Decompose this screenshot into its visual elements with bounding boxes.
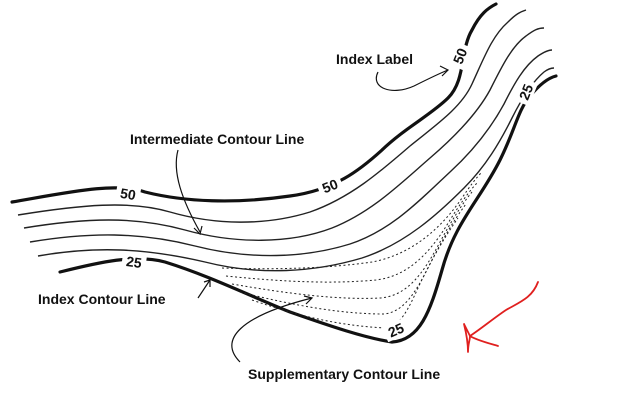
leader-arrow-supplementary <box>231 295 314 363</box>
svg-text:50: 50 <box>450 46 471 67</box>
elevation-label-lower-left: 25 <box>121 252 147 272</box>
elevation-label-lower-right: 25 <box>514 77 538 107</box>
supplementary-contour-line-text: Supplementary Contour Line <box>248 366 440 382</box>
svg-text:25: 25 <box>386 319 407 340</box>
leader-arrow-index-label <box>375 65 450 91</box>
intermediate-contour-line-3 <box>29 49 553 257</box>
supplementary-contour-line-1 <box>221 171 483 270</box>
intermediate-contour-line-1 <box>17 9 527 223</box>
index-contour-upper-50 <box>10 2 498 204</box>
elevation-label-upper-left: 50 <box>114 184 142 204</box>
supplementary-contour-line-4 <box>239 203 467 315</box>
svg-text:25: 25 <box>516 82 537 103</box>
svg-text:25: 25 <box>125 253 143 271</box>
supplementary-contour-line-5 <box>251 217 459 329</box>
intermediate-contour-line-2 <box>23 27 545 241</box>
intermediate-contour-line-text: Intermediate Contour Line <box>130 131 304 147</box>
red-annotation-arrow <box>463 281 539 353</box>
index-contour-line-text: Index Contour Line <box>38 291 166 307</box>
index-contour-lower-25 <box>58 74 558 344</box>
svg-text:50: 50 <box>320 176 341 197</box>
supplementary-contour-line-3 <box>231 191 473 299</box>
elevation-label-lower-bottom: 25 <box>381 317 411 343</box>
elevation-label-upper-right: 50 <box>448 41 472 71</box>
leader-arrow-index-contour <box>197 279 211 299</box>
elevation-label-upper-mid: 50 <box>315 174 345 198</box>
intermediate-contour-line-4 <box>37 67 555 272</box>
svg-text:50: 50 <box>119 185 137 203</box>
index-label-text: Index Label <box>336 51 413 67</box>
leader-arrow-intermediate <box>175 149 203 236</box>
supplementary-contour-line-2 <box>225 181 479 283</box>
